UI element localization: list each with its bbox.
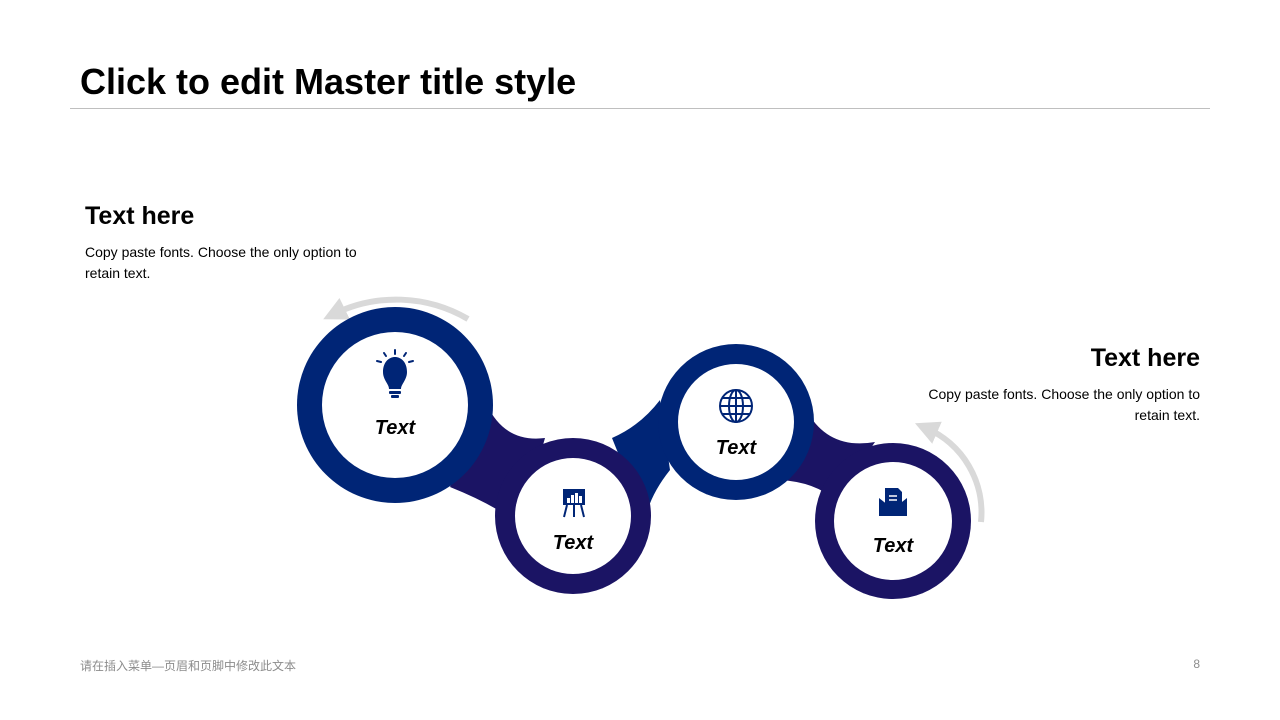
footer-text: 请在插入菜单—页眉和页脚中修改此文本 [80,659,297,673]
callout-left: Text here Copy paste fonts. Choose the o… [85,200,375,284]
mail-icon [879,488,907,516]
callout-left-body[interactable]: Copy paste fonts. Choose the only option… [85,244,357,281]
node-1-disc[interactable] [322,332,468,478]
globe-icon [719,389,753,423]
connector-2-3 [612,400,670,520]
node-1-label[interactable]: Text [374,417,416,439]
callout-right-heading[interactable]: Text here [1090,344,1200,372]
page-number: 8 [1193,657,1200,671]
node-3-label[interactable]: Text [715,437,757,459]
node-2-label[interactable]: Text [552,532,594,554]
cycle-arrow-top-left [323,296,470,322]
slide-title[interactable]: Click to edit Master title style [80,61,577,102]
node-4-disc[interactable] [834,462,952,580]
lightbulb-icon [376,349,414,398]
title-divider [70,108,1210,109]
node-4-label[interactable]: Text [872,535,914,557]
callout-left-heading[interactable]: Text here [85,202,195,230]
cycle-arrow-bottom-right [914,421,985,523]
callout-right-body[interactable]: Copy paste fonts. Choose the only option… [928,386,1200,423]
presentation-chart-icon [563,489,585,518]
callout-right: Text here Copy paste fonts. Choose the o… [900,342,1200,426]
